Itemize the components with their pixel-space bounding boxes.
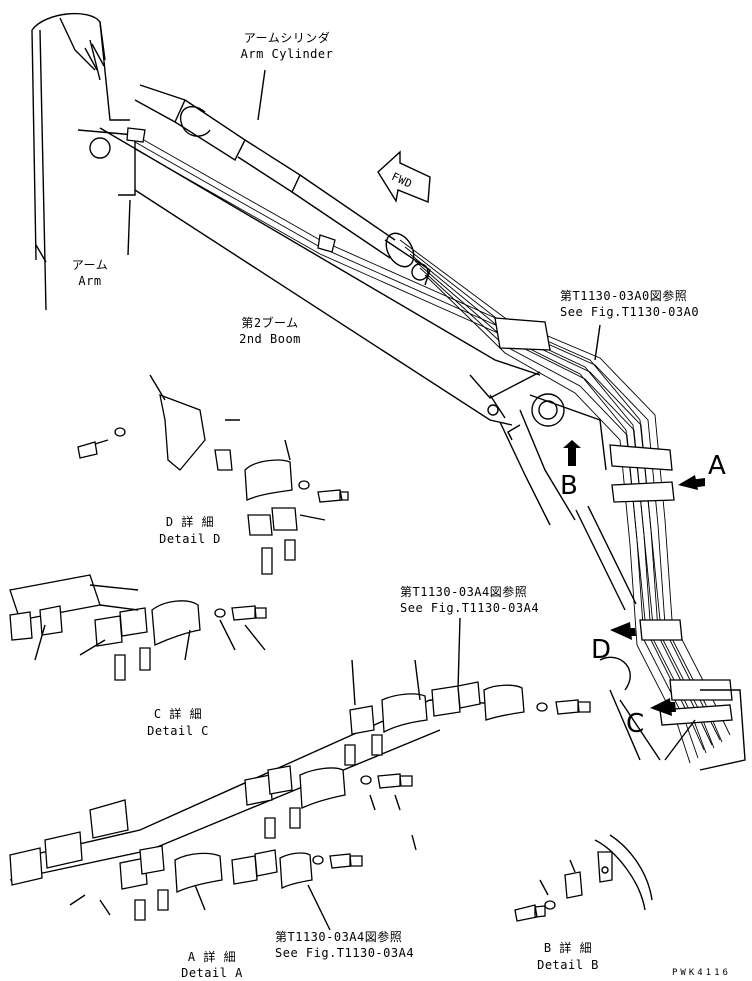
second-boom-label-en: 2nd Boom [239,332,301,346]
callout-d: D [591,635,612,665]
ref-a4-top-label-en: See Fig.T1130-03A4 [400,601,540,615]
fwd-arrow-icon [377,150,431,204]
arm-cylinder-label-en: Arm Cylinder [240,47,334,61]
hydraulic-pipes [126,127,733,764]
detail-a-exploded [9,659,591,921]
callout-c: C [626,709,645,739]
arm-label-en: Arm [78,274,102,288]
callout-a: A [708,451,726,481]
detail-a-label-en: Detail A [181,966,243,980]
ref-a4-top-label-jp: 第T1130-03A4図参照 [400,585,528,599]
callout-arrows [563,440,705,716]
arm-cylinder-label-jp: アームシリンダ [243,31,331,45]
detail-a-label-jp: A 詳 細 [187,950,237,964]
detail-d-label-en: Detail D [159,532,221,546]
second-boom [99,127,576,526]
detail-c-label-jp: C 詳 細 [153,707,203,721]
boom-pivot [529,393,746,771]
detail-d-exploded [77,374,349,575]
ref-a4-bottom-label-jp: 第T1130-03A4図参照 [275,930,403,944]
second-boom-label-jp: 第2ブーム [241,316,299,330]
detail-d-label-jp: D 詳 細 [165,515,215,529]
arm-body [31,12,136,311]
detail-b-label-en: Detail B [537,958,599,972]
detail-c-exploded [9,574,267,681]
leader-lines [127,69,637,931]
callout-b: B [560,471,578,501]
detail-b-label-jp: B 詳 細 [543,941,593,955]
ref-a4-bottom-label-en: See Fig.T1130-03A4 [275,946,415,960]
arm-label-jp: アーム [71,258,109,272]
ref-a0-label-en: See Fig.T1130-03A0 [560,305,700,319]
detail-c-label-en: Detail C [147,724,209,738]
ref-a0-label-jp: 第T1130-03A0図参照 [560,289,688,303]
drawing-code: PWK4116 [672,968,731,978]
detail-b-exploded [514,834,653,922]
